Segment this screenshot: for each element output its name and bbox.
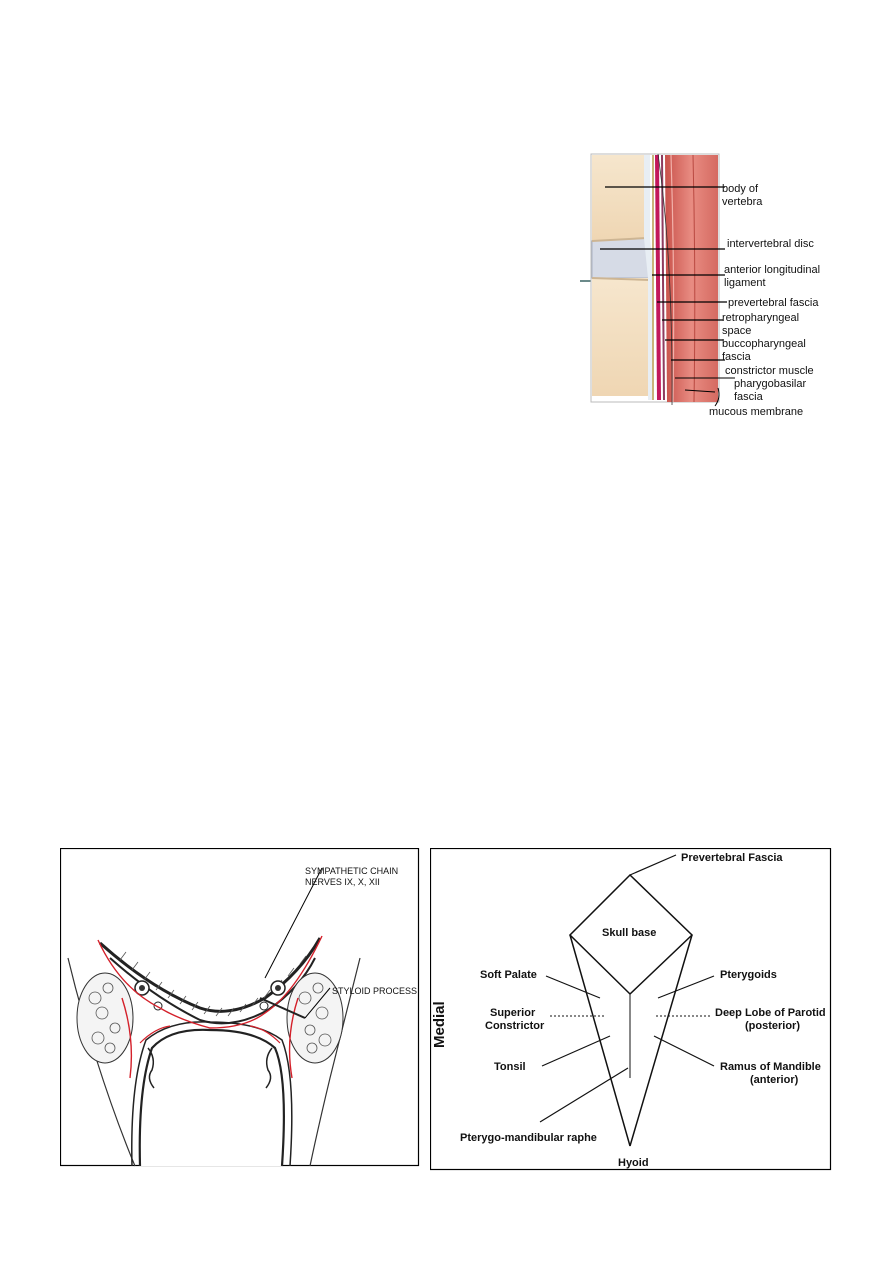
left-tonsil	[147, 1047, 155, 1089]
fascia-red-left-inner	[139, 1025, 171, 1044]
label-skull-base: Skull base	[602, 927, 656, 939]
muscle-line	[670, 154, 675, 403]
label-ramus-of-mandible: Ramus of Mandible (anterior)	[720, 1061, 824, 1086]
label-soft-palate: Soft Palate	[480, 969, 537, 981]
leader-pterygoids	[657, 975, 715, 999]
leader-styloid	[304, 987, 331, 1019]
triangle-right-edge	[629, 934, 693, 1147]
leader-prevertebral-fascia	[629, 854, 677, 876]
left-vessel-lumen	[139, 985, 145, 991]
pharynx-lumen	[138, 1028, 285, 1167]
gland-lobules	[88, 982, 332, 1054]
fascia-red-posterior	[97, 935, 323, 1029]
leader-soft-palate	[545, 975, 601, 999]
fascia-red-right-inner	[249, 1025, 281, 1044]
label-body-of-vertebra: body of vertebra	[722, 183, 763, 208]
right-vessel-lumen	[275, 985, 281, 991]
right-tonsil	[265, 1047, 273, 1089]
spine-layers-svg: body of vertebra intervertebral disc ant…	[580, 153, 823, 418]
posterior-wall-outer	[98, 937, 322, 1013]
label-pterygoids: Pterygoids	[720, 969, 777, 981]
cross-section-svg: SYMPATHETIC CHAIN NERVES IX, X, XII STYL…	[59, 847, 420, 1167]
label-constrictor-muscle: constrictor muscle	[725, 365, 814, 377]
label-intervertebral-disc: intervertebral disc	[727, 238, 814, 250]
leader-mucous	[684, 389, 716, 393]
fascia-pink-band	[655, 154, 661, 401]
leader-sympathetic	[264, 867, 323, 979]
right-nerve	[259, 1001, 269, 1011]
leader-ramus	[653, 1035, 715, 1067]
label-deep-lobe-of-parotid: Deep Lobe of Parotid (posterior)	[715, 1007, 829, 1032]
leader-raphe	[539, 1067, 629, 1123]
leader-tonsil	[541, 1035, 611, 1067]
fascia-dark-band	[661, 154, 665, 401]
muscle-line	[692, 154, 696, 403]
spine-layers-figure: body of vertebra intervertebral disc ant…	[575, 110, 835, 425]
leader-curl	[714, 387, 720, 407]
label-medial: Medial	[431, 1001, 448, 1048]
label-buccopharyngeal-fascia: buccopharyngeal fascia	[722, 338, 809, 363]
label-prevertebral-fascia: prevertebral fascia	[728, 297, 819, 309]
pharynx-wall	[131, 1021, 293, 1167]
label-sympathetic-chain: SYMPATHETIC CHAIN NERVES IX, X, XII	[305, 866, 401, 887]
fascia-red-right	[288, 997, 299, 1079]
label-pterygo-mandibular-raphe: Pterygo-mandibular raphe	[460, 1132, 597, 1144]
label-tonsil: Tonsil	[494, 1061, 526, 1073]
outline-right-skin	[309, 957, 361, 1167]
mucosa-line	[657, 153, 673, 406]
fascia-red-left	[121, 997, 133, 1079]
label-superior-constrictor: Superior Constrictor	[485, 1007, 545, 1032]
vertebra-body-upper	[592, 155, 647, 241]
right-muscle-mass	[286, 972, 344, 1064]
cross-section-figure: SYMPATHETIC CHAIN NERVES IX, X, XII STYL…	[59, 847, 420, 1168]
label-mucous-membrane: mucous membrane	[709, 406, 803, 418]
triangle-svg: Prevertebral Fascia Skull base Soft Pala…	[429, 847, 832, 1171]
label-styloid-process: STYLOID PROCESS	[332, 986, 417, 996]
triangle-figure: Prevertebral Fascia Skull base Soft Pala…	[429, 847, 832, 1172]
label-hyoid: Hyoid	[618, 1157, 649, 1169]
label-pharygobasilar-fascia: pharygobasilar fascia	[734, 378, 809, 403]
label-retropharyngeal-space: retropharyngeal space	[722, 312, 802, 337]
styloid-process	[259, 997, 306, 1019]
wall-hatching	[119, 951, 307, 1017]
label-anterior-longitudinal-ligament: anterior longitudinal ligament	[724, 264, 823, 289]
intervertebral-disc	[591, 237, 650, 279]
label-prevertebral-fascia: Prevertebral Fascia	[681, 852, 783, 864]
bone-rim	[591, 237, 648, 242]
bone-rim	[591, 277, 650, 281]
vertebra-body-lower	[592, 278, 649, 396]
anterior-ligament-band	[644, 155, 654, 400]
